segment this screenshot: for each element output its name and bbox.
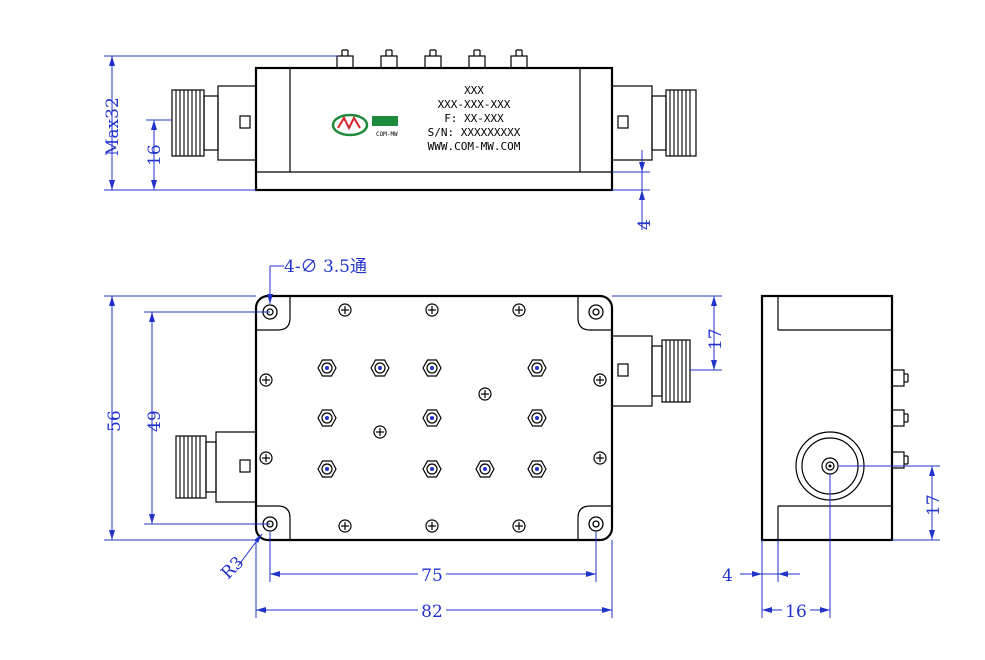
dim-mounting-holes: 4-∅ 3.5通 bbox=[267, 257, 367, 304]
dim-side-offset-text: 16 bbox=[785, 602, 807, 622]
dim-hole-spacing-text: 75 bbox=[421, 566, 443, 586]
front-left-connector bbox=[175, 431, 257, 503]
cover-screws bbox=[259, 303, 607, 533]
dim-side-connector-offset: 17 bbox=[838, 465, 944, 541]
dim-max-height-text: Max32 bbox=[103, 97, 123, 156]
label-line-4: S/N: XXXXXXXXX bbox=[428, 126, 521, 139]
logo-mark bbox=[372, 116, 398, 126]
dim-side-connector-offset-text: 17 bbox=[924, 494, 944, 516]
dim-length: 82 bbox=[255, 540, 613, 622]
dim-max-height: Max32 bbox=[103, 55, 338, 191]
logo-caption: COM-MW bbox=[376, 131, 398, 138]
dim-side-offset-small: 4 bbox=[722, 540, 800, 618]
front-right-connector bbox=[611, 335, 691, 407]
dim-connector-offset: 17 bbox=[612, 295, 726, 371]
dim-mounting-holes-text: 4-∅ 3.5通 bbox=[284, 257, 367, 277]
dim-connector-height: 16 bbox=[145, 119, 172, 191]
product-label: XXX XXX-XXX-XXX F: XX-XXX S/N: XXXXXXXXX… bbox=[428, 84, 521, 153]
dim-width-holes: 49 bbox=[144, 311, 270, 525]
side-body bbox=[760, 294, 894, 542]
label-line-2: XXX-XXX-XXX bbox=[438, 98, 511, 111]
dim-width-outer-text: 56 bbox=[105, 410, 125, 432]
company-logo: COM-MW bbox=[331, 113, 398, 138]
label-line-3: F: XX-XXX bbox=[444, 112, 504, 125]
top-view: COM-MW XXX XXX-XXX-XXX F: XX-XXX S/N: XX… bbox=[103, 49, 697, 230]
top-screws bbox=[336, 49, 528, 69]
dim-corner-radius-text: R3 bbox=[217, 553, 248, 584]
dim-width-holes-text: 49 bbox=[145, 410, 165, 432]
dim-length-text: 82 bbox=[421, 602, 443, 622]
dim-connector-height-text: 16 bbox=[145, 144, 165, 166]
dim-side-offset-small-text: 4 bbox=[722, 566, 733, 586]
dim-side-offset: 16 bbox=[762, 474, 831, 622]
dim-width-outer: 56 bbox=[104, 295, 256, 541]
side-screws bbox=[891, 369, 909, 469]
label-line-1: XXX bbox=[464, 84, 484, 97]
top-left-connector bbox=[171, 85, 257, 161]
dim-bottom-offset: 4 bbox=[612, 150, 655, 230]
front-body bbox=[254, 294, 614, 542]
label-line-5: WWW.COM-MW.COM bbox=[428, 140, 521, 153]
tuning-nuts bbox=[317, 359, 547, 478]
dim-corner-radius: R3 bbox=[217, 533, 263, 584]
front-view: 4-∅ 3.5通 56 49 17 bbox=[104, 257, 726, 622]
dim-hole-spacing: 75 bbox=[269, 532, 597, 586]
side-view: 17 4 16 bbox=[722, 294, 944, 622]
dim-connector-offset-text: 17 bbox=[706, 328, 726, 350]
top-right-connector bbox=[611, 85, 697, 161]
dim-bottom-offset-text: 4 bbox=[635, 219, 655, 230]
